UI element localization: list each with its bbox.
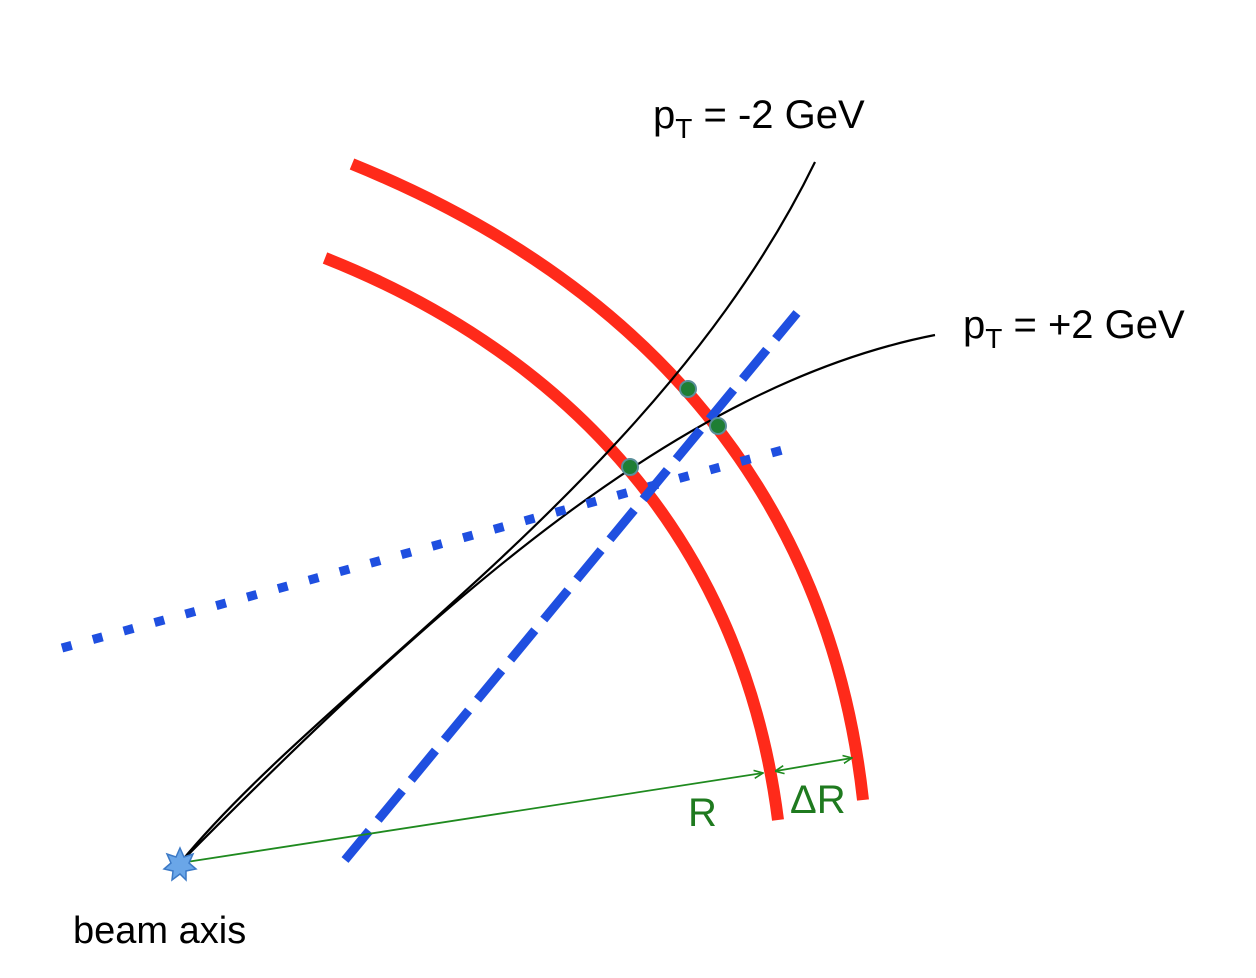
- radius-arrow: [179, 773, 763, 864]
- track-negative-label: pT = -2 GeV: [653, 93, 865, 144]
- delta-radius-label: ΔR: [790, 778, 846, 822]
- beam-axis-star-icon: [162, 846, 198, 882]
- track-positive-label: pT = +2 GeV: [963, 303, 1185, 354]
- delta-radius-arrow: [776, 758, 852, 771]
- beam-axis-label: beam axis: [73, 910, 246, 952]
- tangent-dashed: [341, 310, 801, 863]
- radius-label: R: [688, 791, 717, 835]
- hit-point-outer-negative: [679, 380, 697, 398]
- inner-detector-layer: [322, 252, 784, 821]
- track-negative: [179, 161, 816, 864]
- outer-detector-layer: [349, 158, 869, 801]
- track-positive: [179, 333, 936, 864]
- hit-point-inner: [621, 458, 639, 476]
- hit-point-outer-positive: [709, 417, 727, 435]
